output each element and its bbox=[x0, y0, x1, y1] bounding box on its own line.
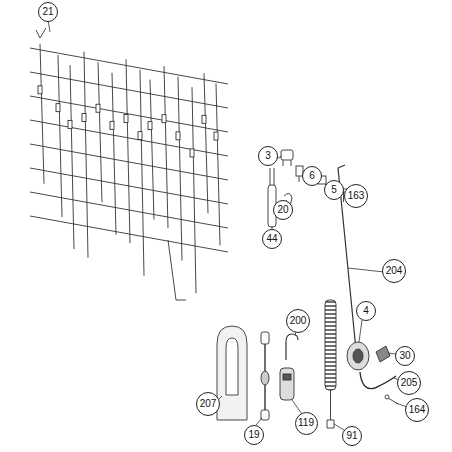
callout-number: 164 bbox=[409, 405, 426, 415]
wire-grid bbox=[30, 28, 228, 300]
callout-circle: 4 bbox=[356, 301, 376, 321]
callout-circle: 21 bbox=[38, 2, 58, 22]
callout-number: 200 bbox=[290, 316, 307, 326]
leader-lines bbox=[48, 20, 407, 430]
callout-circle: 163 bbox=[344, 184, 368, 208]
callout-number: 21 bbox=[42, 7, 53, 17]
cable bbox=[360, 372, 396, 389]
callout-number: 44 bbox=[266, 234, 277, 244]
callout-circle: 20 bbox=[273, 200, 293, 220]
callout-circle: 200 bbox=[286, 309, 310, 333]
callout-number: 4 bbox=[363, 306, 369, 316]
callout-number: 20 bbox=[277, 205, 288, 215]
callout-number: 6 bbox=[309, 171, 315, 181]
callout-number: 207 bbox=[200, 399, 217, 409]
callout-circle: 19 bbox=[244, 425, 264, 445]
callout-number: 19 bbox=[248, 430, 259, 440]
panel-plate bbox=[217, 326, 247, 420]
callout-number: 204 bbox=[386, 266, 403, 276]
heating-element bbox=[325, 300, 336, 428]
callout-circle: 91 bbox=[342, 426, 362, 446]
callout-number: 91 bbox=[346, 431, 357, 441]
callout-number: 163 bbox=[348, 191, 365, 201]
callout-circle: 164 bbox=[405, 398, 429, 422]
callout-number: 30 bbox=[399, 351, 410, 361]
callout-circle: 205 bbox=[397, 371, 421, 395]
switch-part bbox=[281, 150, 293, 166]
callout-circle: 44 bbox=[262, 229, 282, 249]
callout-circle: 3 bbox=[258, 146, 278, 166]
hook bbox=[286, 334, 298, 360]
callout-circle: 30 bbox=[395, 346, 415, 366]
callout-number: 205 bbox=[401, 378, 418, 388]
callout-circle: 6 bbox=[302, 166, 322, 186]
clip-part bbox=[376, 346, 390, 362]
callout-circle: 119 bbox=[295, 412, 318, 435]
disc-part bbox=[347, 342, 369, 370]
power-cord bbox=[261, 332, 269, 420]
callout-circle: 207 bbox=[196, 392, 220, 416]
screw bbox=[385, 395, 398, 404]
controller bbox=[280, 368, 294, 400]
cylinder-part bbox=[268, 168, 276, 227]
callout-number: 119 bbox=[298, 418, 314, 428]
callout-circle: 204 bbox=[382, 259, 406, 283]
callout-number: 3 bbox=[265, 151, 271, 161]
callout-number: 5 bbox=[331, 185, 337, 195]
callout-circle: 5 bbox=[324, 180, 344, 200]
